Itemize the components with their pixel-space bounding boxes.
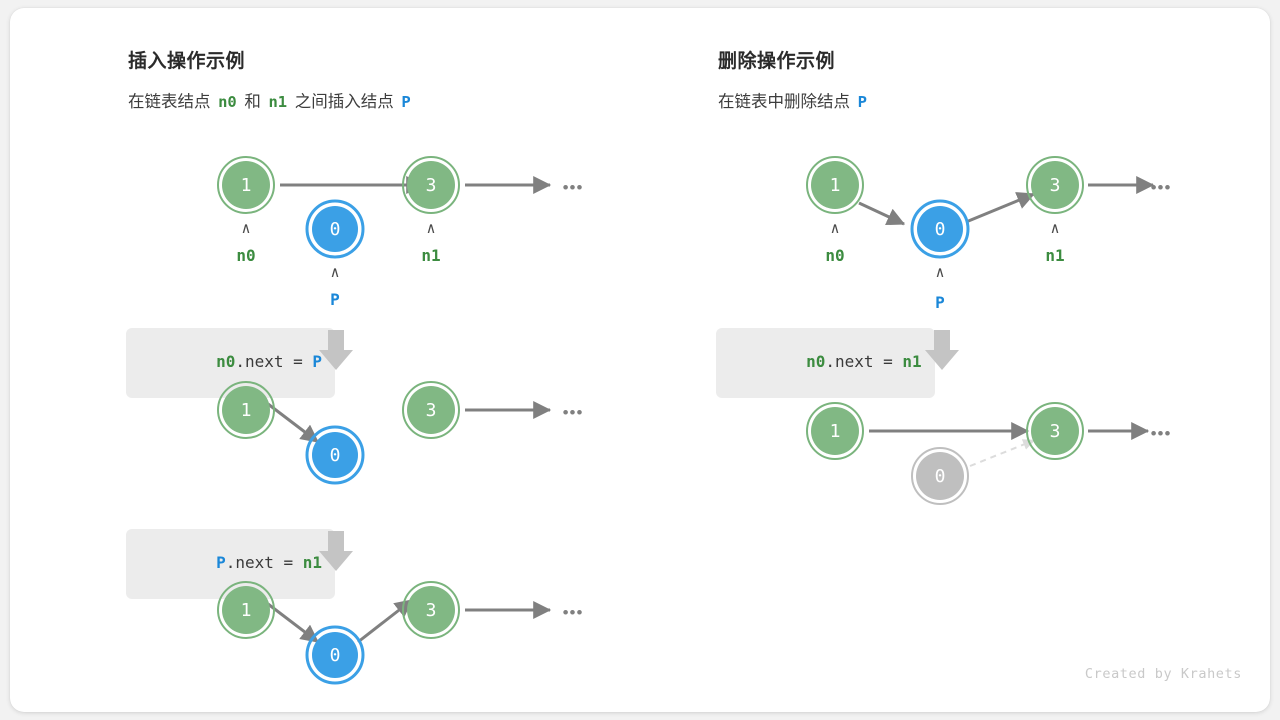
caret-icon: ∧ [241,219,250,237]
node-value: 1 [241,400,252,421]
subtitle-text-2: 和 [244,93,261,111]
code-target: n0 [806,352,826,372]
code-value: n1 [302,553,323,573]
node-n1: 3 [402,581,460,639]
ellipsis-2: ••• [1151,424,1172,443]
subtitle-text-3: 之间插入结点 [294,93,394,111]
edge-n0-to-p-row2 [267,402,319,444]
edge-n0-to-p-row3 [267,602,319,644]
diagram-card: 插入操作示例 在链表结点 n0 和 n1 之间插入结点 P n0.next = … [10,8,1270,712]
node-value: 0 [330,219,341,240]
insert-panel: 插入操作示例 在链表结点 n0 和 n1 之间插入结点 P n0.next = … [118,8,708,712]
node-value: 0 [330,645,341,666]
node-label-n1: n1 [421,246,440,265]
caret-icon: ∧ [935,263,944,281]
delete-panel: 删除操作示例 在链表中删除结点 P n0.next = n1 [708,8,1268,712]
node-value: 3 [1050,175,1061,196]
delete-panel-subtitle: 在链表中删除结点 P [718,88,870,112]
node-value: 1 [830,421,841,442]
node-p: 0 [910,199,970,259]
node-n0: 1 [806,156,864,214]
subtitle-text-1: 在链表结点 [128,93,211,111]
node-n1: 3 [1026,402,1084,460]
subtitle-ref-p: P [857,93,867,111]
insert-panel-title: 插入操作示例 [128,51,246,72]
node-value: 1 [830,175,841,196]
edge-n0-to-p [858,201,906,226]
node-value: 3 [426,175,437,196]
node-value: 1 [241,600,252,621]
node-value: 0 [935,219,946,240]
insert-diagram-stage: 1 ∧ n0 0 ∧ P 3 [118,8,708,712]
code-target: n0 [216,352,236,372]
node-value: 3 [426,400,437,421]
delete-diagram-stage: 1 ∧ n0 0 ∧ P 3 ∧ [708,8,1268,712]
code-chip-p-next-n1: P.next = n1 [126,529,336,600]
edge-deleted-p-to-n1 [969,439,1036,467]
node-label-n1: n1 [1045,246,1064,265]
credit-text: Created by Krahets [1084,666,1242,682]
code-target: P [216,553,226,573]
delete-panel-title: 删除操作示例 [718,51,836,72]
node-value: 0 [935,466,946,487]
ellipsis-3: ••• [563,603,584,622]
code-middle: .next = [225,553,303,573]
caret-icon: ∧ [1050,219,1059,237]
code-middle: .next = [235,352,313,372]
subtitle-ref-n1: n1 [268,93,288,111]
node-n0: 1 [217,156,275,214]
node-label-n0: n0 [236,246,255,265]
node-p: 0 [305,425,365,485]
node-label-p: P [935,293,945,312]
node-value: 1 [241,175,252,196]
ellipsis-1: ••• [563,178,584,197]
insert-svg: 1 ∧ n0 0 ∧ P 3 [217,156,584,685]
node-p: 0 [305,625,365,685]
step-down-arrow-2 [319,531,353,571]
caret-icon: ∧ [426,219,435,237]
subtitle-ref-p: P [401,93,411,111]
node-value: 0 [330,445,341,466]
insert-panel-subtitle: 在链表结点 n0 和 n1 之间插入结点 P [128,88,414,112]
step-down-arrow-1 [925,330,959,370]
delete-svg: 1 ∧ n0 0 ∧ P 3 ∧ [806,156,1172,505]
ellipsis-2: ••• [563,403,584,422]
node-n1: 3 [1026,156,1084,214]
node-label-n0: n0 [825,246,844,265]
node-p: 0 [305,199,365,259]
node-n0: 1 [806,402,864,460]
node-n1: 3 [402,381,460,439]
ellipsis-1: ••• [1151,178,1172,197]
code-middle: .next = [825,352,903,372]
node-n0: 1 [217,581,275,639]
node-n0: 1 [217,381,275,439]
caret-icon: ∧ [330,263,339,281]
node-label-p: P [330,290,340,309]
edge-p-to-n1 [965,192,1036,224]
node-deleted-p: 0 [911,447,969,505]
code-value: P [312,352,323,372]
node-value: 3 [426,600,437,621]
code-value: n1 [902,352,922,372]
caret-icon: ∧ [830,219,839,237]
subtitle-ref-n0: n0 [218,93,237,111]
subtitle-text-1: 在链表中删除结点 [718,93,850,111]
step-down-arrow-1 [319,330,353,370]
code-chip-n0-next-n1: n0.next = n1 [716,328,935,399]
node-n1: 3 [402,156,460,214]
node-value: 3 [1050,421,1061,442]
